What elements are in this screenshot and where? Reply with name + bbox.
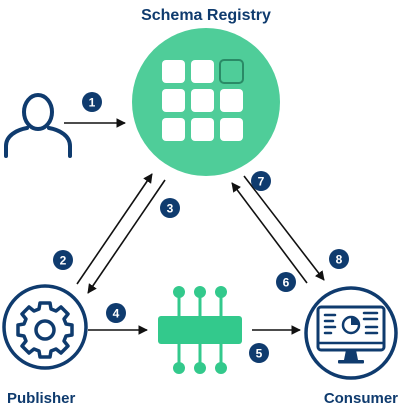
- svg-text:1: 1: [89, 96, 96, 110]
- step-badge-7: 7: [251, 171, 271, 191]
- svg-text:4: 4: [113, 307, 120, 321]
- publisher-node: [2, 284, 88, 370]
- step-badge-4: 4: [106, 303, 126, 323]
- consumer-node: [304, 286, 398, 380]
- step-badge-3: 3: [160, 198, 180, 218]
- svg-text:6: 6: [283, 276, 290, 290]
- publisher-label: Publisher: [7, 390, 76, 407]
- user-icon: [4, 93, 72, 158]
- arrow-registry-to-consumer: [243, 175, 325, 281]
- svg-text:3: 3: [167, 202, 174, 216]
- monitor-dashboard-icon: [316, 305, 386, 364]
- step-badge-8: 8: [329, 249, 349, 269]
- step-badge-2: 2: [53, 250, 73, 270]
- step-badge-5: 5: [249, 343, 269, 363]
- grid-icon: [162, 59, 244, 141]
- svg-text:7: 7: [258, 175, 265, 189]
- svg-text:8: 8: [336, 253, 343, 267]
- step-badge-1: 1: [82, 92, 102, 112]
- arrow-consumer-to-registry: [231, 182, 308, 284]
- topic-bus-icon: [158, 286, 242, 374]
- registry-title: Schema Registry: [141, 7, 271, 24]
- svg-text:2: 2: [60, 254, 67, 268]
- arrow-registry-to-publisher: [87, 179, 166, 294]
- gear-icon: [16, 301, 74, 359]
- registry-node: [132, 28, 280, 176]
- svg-text:5: 5: [256, 347, 263, 361]
- arrow-publisher-to-registry: [76, 173, 153, 285]
- consumer-label: Consumer: [324, 390, 398, 407]
- step-badge-6: 6: [276, 272, 296, 292]
